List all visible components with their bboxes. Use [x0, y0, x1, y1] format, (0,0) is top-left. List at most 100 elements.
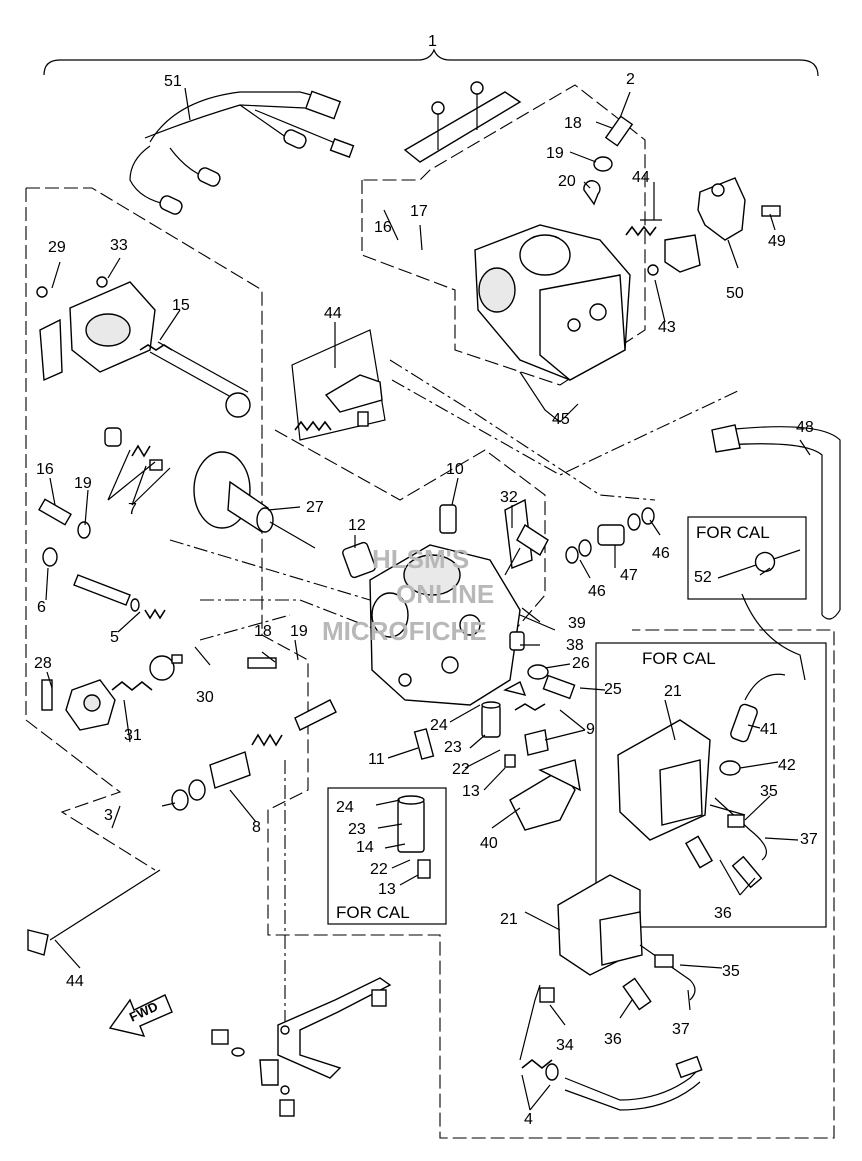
- fuel-hose: [711, 424, 841, 620]
- callout-16: 16: [36, 461, 54, 478]
- callout-30: 30: [196, 689, 214, 706]
- for-cal-box-inset: FOR CAL: [327, 787, 447, 925]
- callout-15: 15: [172, 297, 190, 314]
- dash-dot-link-4: [200, 599, 373, 629]
- callout-37-lower: 37: [672, 1021, 690, 1038]
- upper-carburetor-body: [474, 224, 631, 381]
- callout-19-mid: 19: [290, 623, 308, 640]
- callout-14: 14: [356, 839, 374, 856]
- callout-46b: 46: [588, 583, 606, 600]
- dashed-top-center: [274, 429, 546, 631]
- callout-40: 40: [480, 835, 498, 852]
- callout-21-lower: 21: [500, 911, 518, 928]
- callout-44a: 44: [324, 305, 342, 322]
- upper-right-parts: [583, 115, 781, 276]
- callout-7: 7: [128, 501, 137, 518]
- upper-right-group-outline: [361, 84, 646, 386]
- callout-22: 22: [452, 761, 470, 778]
- callout-22-inset: 22: [370, 861, 388, 878]
- callout-49: 49: [768, 233, 786, 250]
- callout-12: 12: [348, 517, 366, 534]
- callout-1: 1: [428, 33, 437, 50]
- for-cal-box-right: FOR CAL: [595, 642, 827, 928]
- dash-dot-link-2: [391, 379, 741, 476]
- middle-right-fittings: [503, 507, 655, 756]
- diaphragm-cover-group: [36, 276, 251, 418]
- for-cal-box-top: FOR CAL: [687, 516, 807, 681]
- callout-9: 9: [586, 721, 595, 738]
- callout-25: 25: [604, 681, 622, 698]
- wire-harness: [129, 90, 355, 215]
- left-fasteners: [38, 498, 277, 731]
- callout-21: 21: [664, 683, 682, 700]
- callout-42: 42: [778, 757, 796, 774]
- callout-26: 26: [572, 655, 590, 672]
- callout-44b: 44: [632, 169, 650, 186]
- for-cal-label-right: FOR CAL: [642, 649, 716, 668]
- piston-diaphragm: [104, 427, 316, 549]
- callout-51: 51: [164, 73, 182, 90]
- callout-31: 31: [124, 727, 142, 744]
- for-cal-label-top: FOR CAL: [696, 523, 770, 542]
- for-cal-label-inset: FOR CAL: [336, 903, 410, 922]
- callout-32: 32: [500, 489, 518, 506]
- callout-24-inset: 24: [336, 799, 354, 816]
- callout-20: 20: [558, 173, 576, 190]
- callout-29: 29: [48, 239, 66, 256]
- watermark-line-3: MICROFICHE: [322, 616, 487, 646]
- callout-24: 24: [430, 717, 448, 734]
- callout-16-upper: 16: [374, 219, 392, 236]
- callout-43: 43: [658, 319, 676, 336]
- callout-6: 6: [37, 599, 46, 616]
- callout-19-left: 19: [74, 475, 92, 492]
- callout-41: 41: [760, 721, 778, 738]
- callout-numbers: 1 2 3 4 5 6 7 8 9 10 11 12 13 14 15 16 1…: [34, 33, 818, 1128]
- callout-46a: 46: [652, 545, 670, 562]
- callout-50: 50: [726, 285, 744, 302]
- fwd-arrow-icon: FWD: [108, 994, 173, 1037]
- callout-27: 27: [306, 499, 324, 516]
- callout-13-inset: 13: [378, 881, 396, 898]
- callout-2: 2: [626, 71, 635, 88]
- lower-carburetor-body: [342, 498, 533, 706]
- callout-36: 36: [714, 905, 732, 922]
- bracket-plate: [403, 81, 522, 163]
- callout-37: 37: [800, 831, 818, 848]
- callout-36-lower: 36: [604, 1031, 622, 1048]
- callout-44c: 44: [66, 973, 84, 990]
- bottom-bracket: [211, 977, 392, 1117]
- dash-dot-link-3: [169, 539, 371, 601]
- left-group-outline: [26, 187, 835, 1139]
- jet-group: [413, 701, 581, 831]
- callout-52: 52: [694, 569, 712, 586]
- callout-13: 13: [462, 783, 480, 800]
- watermark: HLSM'S ONLINE MICROFICHE: [322, 544, 494, 646]
- callout-18: 18: [564, 115, 582, 132]
- dash-dot-link-1: [389, 359, 656, 501]
- callout-23: 23: [444, 739, 462, 756]
- watermark-line-1: HLSM'S: [372, 544, 469, 574]
- callout-3: 3: [104, 807, 113, 824]
- shaft-assembly: [27, 699, 337, 956]
- callout-11: 11: [368, 751, 385, 768]
- callout-33: 33: [110, 237, 128, 254]
- callout-35: 35: [760, 783, 778, 800]
- callout-45: 45: [552, 411, 570, 428]
- callout-35-lower: 35: [722, 963, 740, 980]
- callout-48: 48: [796, 419, 814, 436]
- for-cal-carb-body: [617, 673, 786, 889]
- callout-39: 39: [568, 615, 586, 632]
- callout-34: 34: [556, 1037, 574, 1054]
- callout-19: 19: [546, 145, 564, 162]
- left-lower-outline: [25, 188, 156, 871]
- callout-4: 4: [524, 1111, 533, 1128]
- callout-10: 10: [446, 461, 464, 478]
- watermark-line-2: ONLINE: [396, 579, 494, 609]
- callout-28: 28: [34, 655, 52, 672]
- callout-18-left: 18: [254, 623, 272, 640]
- assembly-bracket: [43, 48, 819, 77]
- callout-8: 8: [252, 819, 261, 836]
- callout-5: 5: [110, 629, 119, 646]
- callout-23-inset: 23: [348, 821, 366, 838]
